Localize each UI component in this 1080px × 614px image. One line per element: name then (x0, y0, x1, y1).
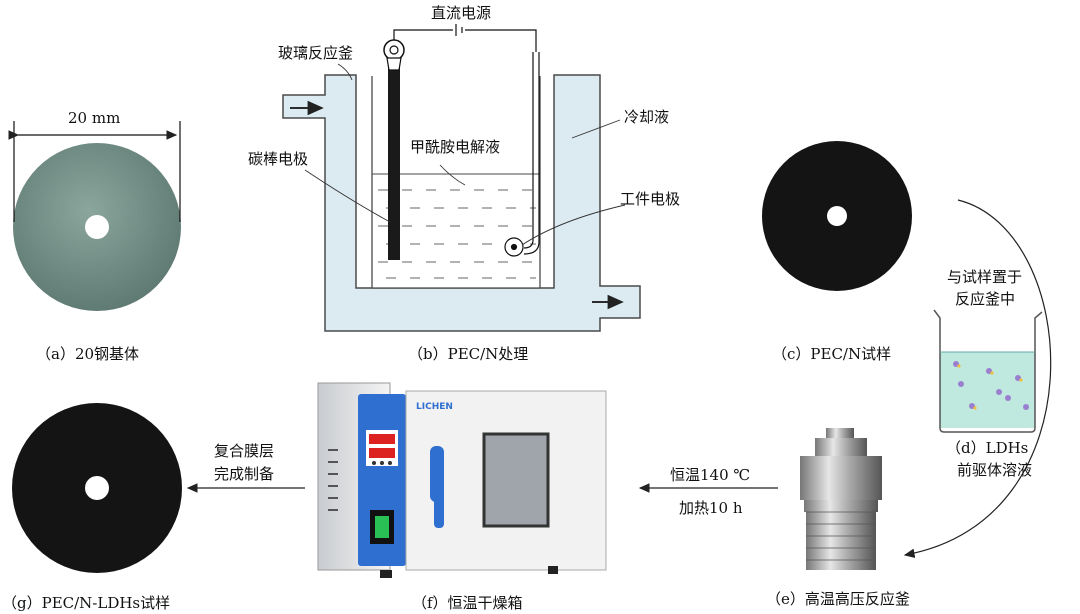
autoclave-e (800, 428, 882, 570)
dc-power-circuit (393, 24, 537, 52)
coated-disc-c (762, 141, 912, 291)
carbon-electrode-label: 碳棒电极 (248, 150, 309, 168)
caption-g: （g）PEC/N-LDHs试样 (2, 594, 171, 612)
complete-line2: 完成制备 (214, 465, 275, 483)
caption-a: （a）20钢基体 (36, 345, 140, 363)
glass-reactor-label: 玻璃反应釜 (278, 44, 354, 62)
heat-condition-line1: 恒温140 ℃ (670, 466, 751, 484)
place-sample-line1: 与试样置于 (947, 268, 1023, 286)
caption-c: （c）PEC/N试样 (772, 345, 892, 363)
precursor-label-line1: （d）LDHs (946, 439, 1029, 457)
work-electrode-label: 工件电极 (620, 190, 681, 208)
dimension-label: 20 mm (68, 109, 121, 127)
flow-arrow-c-to-e (903, 199, 1052, 559)
dc-power-label: 直流电源 (431, 4, 492, 22)
precursor-label-line2: 前驱体溶液 (957, 461, 1033, 479)
dimension-line-20mm (8, 121, 181, 222)
work-electrode (504, 52, 540, 257)
beaker-precursor (933, 309, 1043, 433)
leader-lines-b (304, 63, 626, 246)
caption-b: （b）PEC/N处理 (408, 345, 529, 363)
complete-line1: 复合膜层 (214, 442, 275, 460)
glass-reactor (282, 74, 641, 332)
coated-disc-g (12, 403, 182, 573)
caption-f: （f）恒温干燥箱 (412, 594, 523, 612)
steel-disc-a (13, 143, 181, 311)
oven-brand-logo: LICHEN (416, 402, 453, 412)
drying-oven (317, 382, 607, 578)
place-sample-line2: 反应釜中 (955, 290, 1016, 308)
heat-condition-line2: 加热10 h (679, 499, 743, 517)
electrolyte-label: 甲酰胺电解液 (410, 138, 501, 156)
caption-e: （e）高温高压反应釜 (766, 590, 910, 608)
carbon-rod-electrode (383, 39, 405, 260)
coolant-label: 冷却液 (624, 108, 670, 126)
